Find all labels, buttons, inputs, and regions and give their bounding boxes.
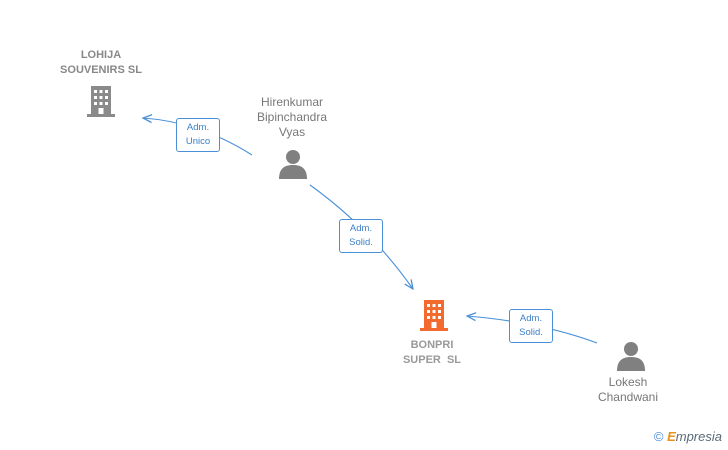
brand-initial: E (667, 429, 676, 444)
person-name-line3: Vyas (278, 125, 306, 139)
company-label-bonpri[interactable]: BONPRI SUPER SL (376, 338, 488, 368)
company-name-line2: SOUVENIRS SL (60, 64, 142, 76)
person-icon[interactable] (615, 340, 647, 372)
person-name-line2: Bipinchandra (256, 110, 328, 124)
empresia-watermark: © Empresia (654, 429, 722, 444)
edge-label-adm-solid[interactable]: Adm. Solid. (509, 309, 553, 343)
brand-name: mpresia (675, 429, 722, 444)
copyright-icon: © (653, 429, 664, 444)
edge-role-line2: Unico (185, 136, 211, 147)
building-icon-highlighted[interactable] (417, 298, 451, 332)
person-name-line2: Chandwani (597, 390, 659, 404)
person-name-line1: Lokesh (608, 375, 648, 389)
person-label-lokesh[interactable]: Lokesh Chandwani (578, 375, 678, 405)
edge-label-adm-solid[interactable]: Adm. Solid. (339, 219, 383, 253)
company-name-line1: BONPRI (410, 339, 454, 351)
edge-role-line2: Solid. (519, 327, 543, 338)
edge-role-line1: Adm. (186, 122, 210, 133)
edge-role-line2: Solid. (349, 237, 373, 248)
company-label-lohija[interactable]: LOHIJA SOUVENIRS SL (40, 48, 162, 78)
edge-role-line1: Adm. (519, 313, 543, 324)
person-name-line1: Hirenkumar (260, 95, 323, 109)
person-label-hirenkumar[interactable]: Hirenkumar Bipinchandra Vyas (232, 95, 352, 140)
company-name-line2: SUPER SL (402, 354, 462, 366)
company-name-line1: LOHIJA (80, 49, 122, 61)
edge-label-adm-unico[interactable]: Adm. Unico (176, 118, 220, 152)
person-icon[interactable] (277, 148, 309, 180)
building-icon[interactable] (84, 84, 118, 118)
edge-role-line1: Adm. (349, 223, 373, 234)
